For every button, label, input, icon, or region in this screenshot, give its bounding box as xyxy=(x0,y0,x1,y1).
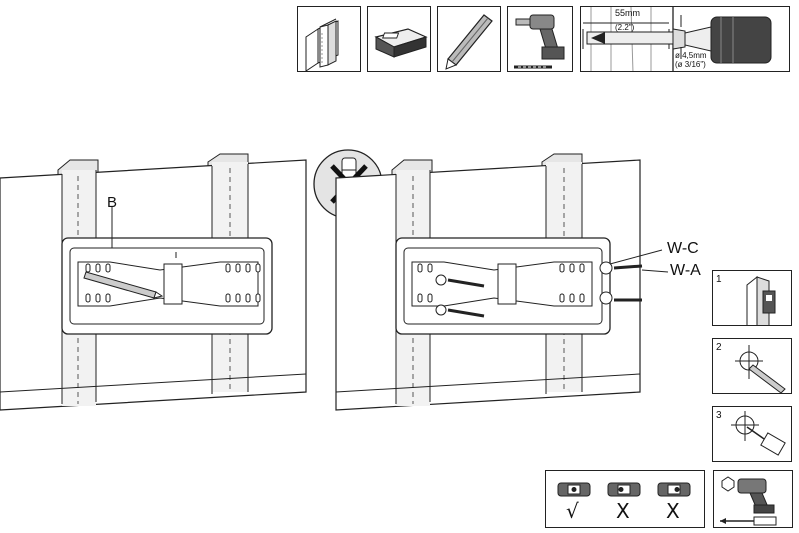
step-3-panel: 3 xyxy=(712,406,792,462)
mark-hole-icon xyxy=(735,345,786,393)
drill-with-bit-icon xyxy=(720,476,777,526)
stud-finder-scan-icon xyxy=(746,275,776,325)
level-bad-mark-1: X xyxy=(616,499,630,523)
step-2-number: 2 xyxy=(716,342,722,353)
step-1-number: 1 xyxy=(716,274,722,285)
stud-finder-icon xyxy=(374,28,428,58)
stud-finder-icon-panel xyxy=(367,6,431,72)
drill-icon xyxy=(514,14,565,69)
drill-depth-diagram xyxy=(581,7,772,71)
label-screw: W-A xyxy=(670,262,701,279)
level-bad-left-icon xyxy=(607,482,641,497)
drill-bit-in: (ø 3/16") xyxy=(675,60,706,69)
drill-depth-mm: 55mm xyxy=(615,8,641,18)
step-2-panel: 2 xyxy=(712,338,792,394)
drill-hole-icon xyxy=(731,411,786,456)
drill-bit-panel xyxy=(713,470,793,528)
stud-icon-panel xyxy=(297,6,361,72)
level-bad-mark-2: X xyxy=(666,499,680,523)
stud-icon xyxy=(305,18,339,71)
level-bad-right-icon xyxy=(657,482,691,497)
label-washer: W-C xyxy=(667,240,699,257)
step-1-panel: 1 xyxy=(712,270,792,326)
drill-icon-panel xyxy=(507,6,573,72)
left-wall-diagram xyxy=(0,153,307,411)
drill-depth-in: (2.2") xyxy=(615,23,635,32)
step-3-number: 3 xyxy=(716,410,722,421)
level-ok-icon xyxy=(557,482,591,497)
pencil-icon xyxy=(445,14,493,70)
level-ok-mark: √ xyxy=(566,499,579,523)
level-check-panel: √ X X xyxy=(545,470,705,528)
right-wall-diagram xyxy=(335,153,669,411)
drill-spec-panel: 55mm (2.2") ø 4,5mm (ø 3/16") xyxy=(580,6,790,72)
pencil-icon-panel xyxy=(437,6,501,72)
drill-bit-mm: ø 4,5mm xyxy=(675,51,707,60)
level-icons xyxy=(557,482,691,497)
label-stud-bracket: B xyxy=(107,194,118,211)
